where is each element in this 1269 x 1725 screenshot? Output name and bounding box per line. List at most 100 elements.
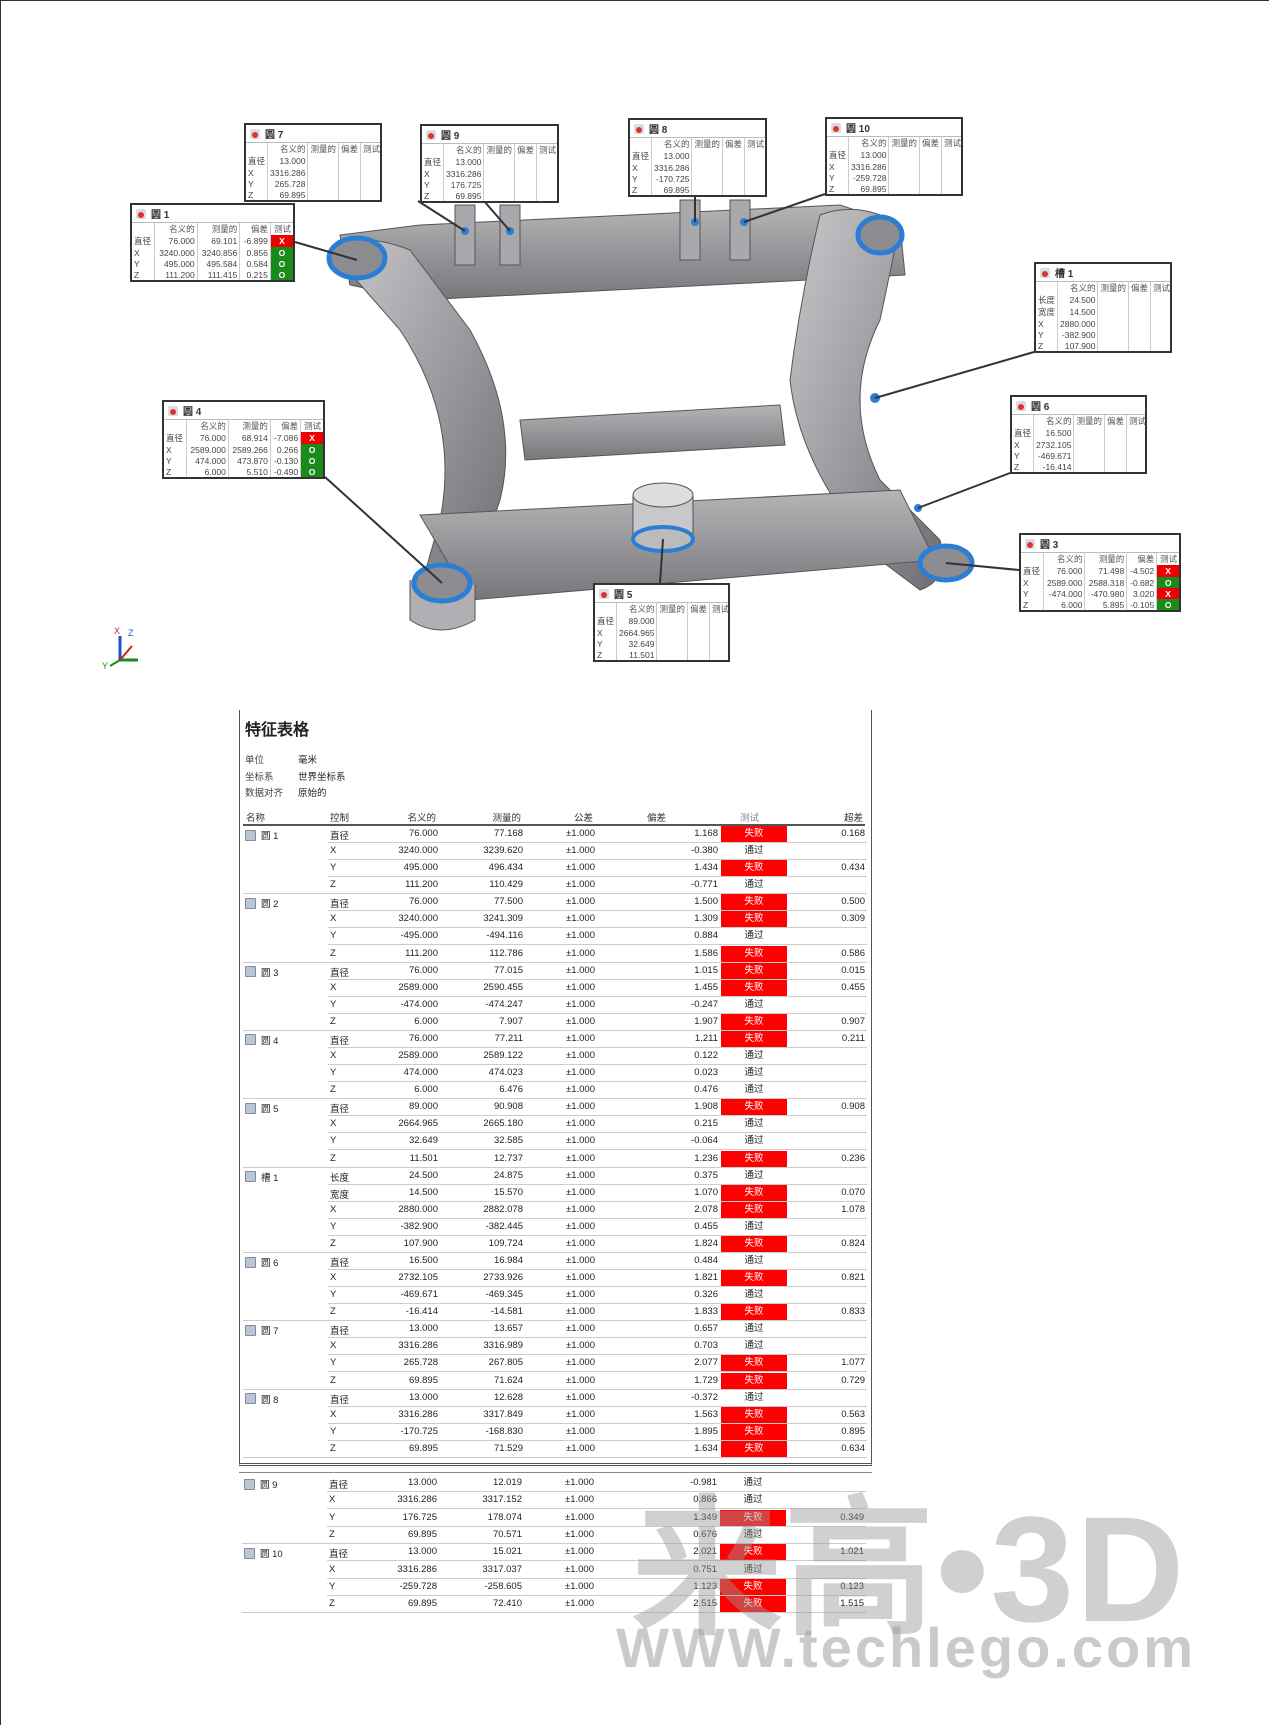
cell-nominal: 24.500	[408, 1169, 438, 1181]
feature-name-label: 圆 4	[261, 1035, 279, 1047]
callout-cell	[710, 627, 732, 638]
watermark-logo: 来高•3D	[632, 1485, 1187, 1653]
callout-cell: 32.649	[616, 638, 658, 649]
callout-cell: Z	[164, 466, 187, 477]
cell-control: 直径	[330, 1258, 350, 1269]
callout-cell	[1128, 318, 1152, 329]
callout-cell	[710, 649, 732, 660]
feature-name[interactable]: 圆 9	[244, 1477, 277, 1491]
callout-cell	[537, 190, 559, 201]
row-divider	[242, 1612, 866, 1614]
feature-name[interactable]: 圆 6	[245, 1255, 278, 1269]
callout-cell	[942, 172, 964, 183]
row-divider	[328, 1354, 867, 1356]
row-divider	[328, 1183, 867, 1185]
callout-cell	[483, 156, 515, 168]
cell-measured: 3317.037	[482, 1563, 522, 1575]
callout-title: 圆 3	[1021, 535, 1179, 553]
row-divider	[328, 1371, 867, 1373]
feature-name[interactable]: 圆 8	[245, 1392, 278, 1406]
feature-name[interactable]: 圆 5	[245, 1101, 278, 1115]
cell-deviation: 1.015	[694, 964, 718, 976]
callout-cell	[1073, 427, 1105, 439]
callout-cell: 495.584	[197, 258, 241, 269]
cell-measured: 3316.989	[483, 1340, 523, 1352]
callout-cell	[942, 161, 964, 172]
cell-control: Y	[329, 1511, 336, 1523]
callout-cell	[745, 184, 767, 195]
cell-deviation: 0.476	[694, 1084, 718, 1096]
cell-tolerance: ±1.000	[566, 1340, 595, 1352]
callout-name: 圆 7	[265, 130, 284, 141]
cell-tolerance: ±1.000	[565, 1528, 594, 1540]
callout-col-header: 名义的	[616, 603, 658, 615]
cell-nominal: 3240.000	[398, 845, 438, 857]
callout-row: Z-16.414	[1012, 461, 1148, 472]
cell-test: 通过	[744, 1255, 764, 1266]
cell-nominal: 2732.105	[398, 1272, 438, 1284]
cell-nominal: 495.000	[403, 862, 438, 874]
callout-col-header: 偏差	[1104, 415, 1128, 427]
callout-col-header: 偏差	[514, 144, 538, 156]
row-divider	[328, 1337, 867, 1339]
feature-name[interactable]: 圆 1	[245, 828, 278, 842]
callout-cell: 474.000	[186, 455, 229, 466]
cell-deviation: -0.380	[691, 845, 718, 857]
callout-cell: 3316.286	[267, 167, 309, 178]
callout-col-header: 名义的	[186, 420, 229, 432]
cell-tolerance: ±1.000	[566, 1391, 595, 1403]
cell-measured: 32.585	[493, 1135, 523, 1147]
callout-name: 圆 10	[846, 124, 870, 135]
feature-name[interactable]: 圆 10	[244, 1546, 283, 1560]
callout-cell	[1127, 439, 1149, 450]
cell-measured: 110.429	[489, 879, 523, 891]
row-divider	[243, 961, 867, 963]
cell-nominal: 76.000	[408, 1032, 438, 1044]
fail-mark-icon: X	[1156, 565, 1179, 577]
feature-name[interactable]: 圆 2	[245, 896, 278, 910]
callout-col-header: 偏差	[1126, 553, 1158, 565]
cad-viewport[interactable]	[0, 0, 1269, 700]
callout-cell: 0.215	[239, 269, 271, 280]
cell-test: 失败	[721, 1099, 787, 1116]
cell-tolerance: ±1.000	[566, 1289, 595, 1301]
cell-control: X	[330, 981, 337, 993]
feature-name[interactable]: 圆 7	[245, 1323, 278, 1337]
callout-col-header	[1012, 415, 1035, 427]
cell-nominal: 3316.286	[398, 1408, 438, 1420]
row-divider	[328, 1234, 867, 1236]
feature-name[interactable]: 圆 3	[245, 965, 278, 979]
callout-cell: 6.000	[1043, 599, 1086, 610]
feature-name[interactable]: 槽 1	[245, 1170, 278, 1184]
pass-mark-icon: O	[300, 455, 323, 466]
feature-name[interactable]: 圆 4	[245, 1033, 278, 1047]
callout-cell: 71.498	[1084, 565, 1128, 577]
callout-cell: 265.728	[267, 178, 309, 189]
circle-feature-icon	[245, 897, 256, 909]
callout-cell: Y	[422, 179, 445, 190]
row-divider	[243, 1320, 867, 1322]
cell-tolerance: ±1.000	[565, 1477, 594, 1488]
cell-nominal: 2880.000	[398, 1203, 438, 1215]
callout-cell: -170.725	[651, 173, 693, 184]
callout-cell	[338, 167, 362, 178]
